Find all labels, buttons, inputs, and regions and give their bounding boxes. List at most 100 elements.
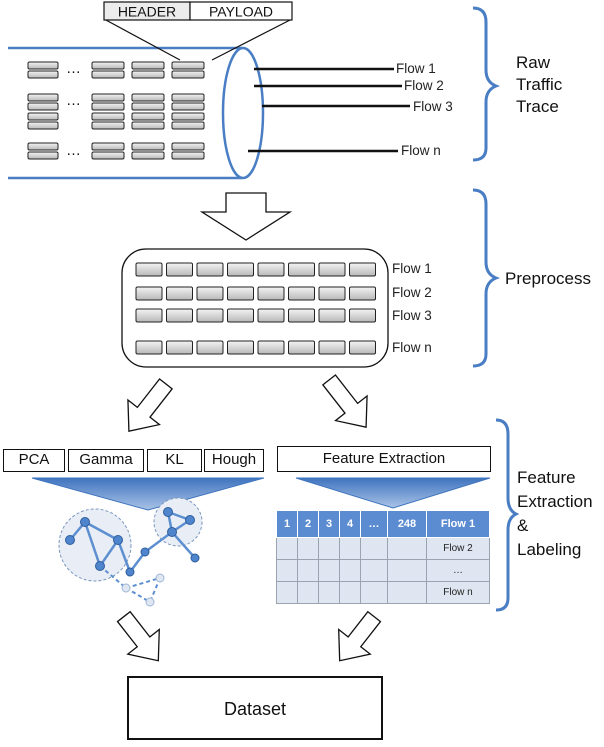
section-preprocess: Preprocess <box>505 269 591 288</box>
preprocess-cell <box>318 286 346 301</box>
packet-cell <box>171 112 205 121</box>
dataset-box: Dataset <box>127 676 383 740</box>
table-header-cell: 248 <box>387 510 427 538</box>
packet-cell <box>27 61 59 70</box>
table-header-cell: … <box>360 510 388 538</box>
trace-flow-label: Flow 1 <box>396 61 436 76</box>
preprocess-cell <box>166 340 193 355</box>
brace-raw <box>472 6 501 162</box>
preprocess-cell <box>227 340 254 355</box>
preprocess-cell <box>166 262 193 277</box>
preprocess-cell <box>196 262 224 277</box>
packet-cell <box>91 102 125 111</box>
packet-cell <box>27 70 59 79</box>
arrow-graph-to-dataset <box>116 610 160 662</box>
brace-feature <box>495 418 520 612</box>
preprocess-cell <box>349 340 376 355</box>
cluster-graph <box>58 497 203 607</box>
pipe-ellipsis: … <box>66 92 81 109</box>
pipe-ellipsis: … <box>66 60 81 77</box>
method-gamma: Gamma <box>68 449 144 472</box>
table-row: … <box>276 559 490 582</box>
table-row: Flow n <box>276 581 490 604</box>
feature-funnel <box>295 477 491 509</box>
table-header-cell: Flow 1 <box>426 510 490 538</box>
packet-cell <box>27 112 59 121</box>
preprocess-cell <box>135 262 163 277</box>
preprocess-cell <box>135 286 163 301</box>
packet-cell <box>131 102 165 111</box>
section-feature-extraction-labeling: Feature Extraction & Labeling <box>517 466 593 562</box>
brace-preprocess <box>472 188 501 368</box>
preprocess-cell <box>288 286 315 301</box>
methods-funnel <box>31 477 265 511</box>
table-header-row: 1 2 3 4 … 248 Flow 1 <box>276 510 490 538</box>
header-label: HEADER <box>118 4 176 20</box>
packet-cell <box>91 151 125 160</box>
preprocess-flow-label: Flow 2 <box>392 285 432 300</box>
method-hough: Hough <box>204 449 264 472</box>
preprocess-flow-label: Flow 1 <box>392 261 432 276</box>
packet-cell <box>171 70 205 79</box>
section-raw-line: Raw <box>516 53 551 72</box>
preprocess-cell <box>166 308 193 323</box>
callout-line-left <box>103 18 181 61</box>
trace-flow-label: Flow n <box>401 143 441 158</box>
section-feature-line: Feature <box>517 468 576 487</box>
preprocess-packet-cells <box>135 262 376 355</box>
packet-cell <box>171 121 205 130</box>
preprocess-cell <box>288 308 315 323</box>
packet-cell <box>91 121 125 130</box>
packet-cell <box>131 112 165 121</box>
preprocess-cell <box>196 308 224 323</box>
arrow-to-methods <box>127 378 174 432</box>
table-row: Flow 2 <box>276 537 490 560</box>
trace-flow-label: Flow 3 <box>413 99 453 114</box>
preprocess-cell <box>135 308 163 323</box>
arrow-to-feature-extraction <box>321 374 368 428</box>
packet-cell <box>91 61 125 70</box>
packet-cell <box>131 121 165 130</box>
preprocess-cell <box>257 308 285 323</box>
preprocess-cell <box>227 286 254 301</box>
section-feature-line: & <box>517 516 529 535</box>
packet-cell <box>171 142 205 151</box>
preprocess-cell <box>318 340 346 355</box>
preprocess-cell <box>196 286 224 301</box>
section-raw-line: Trace <box>516 97 559 116</box>
preprocess-cell <box>196 340 224 355</box>
packet-cell <box>131 151 165 160</box>
table-header-cell: 3 <box>318 510 340 538</box>
pipe-packet-cells <box>27 61 205 160</box>
packet-cell <box>131 61 165 70</box>
packet-cell <box>131 93 165 102</box>
preprocess-cell <box>288 262 315 277</box>
feature-extraction-box: Feature Extraction <box>277 446 491 472</box>
preprocess-cell <box>318 262 346 277</box>
feature-table: 1 2 3 4 … 248 Flow 1 Flow 2 … Flow n <box>276 510 490 604</box>
preprocess-cell <box>227 262 254 277</box>
packet-cell <box>91 93 125 102</box>
table-header-cell: 2 <box>297 510 319 538</box>
traffic-pipe <box>8 46 265 180</box>
preprocess-cell <box>349 262 376 277</box>
preprocess-cell <box>257 286 285 301</box>
table-header-cell: 1 <box>276 510 298 538</box>
pipe-end-ellipse <box>221 46 265 180</box>
method-kl: KL <box>147 449 202 472</box>
preprocess-cell <box>227 308 254 323</box>
packet-cell <box>91 112 125 121</box>
table-flow-cell: Flow n <box>426 581 490 604</box>
table-header-cell: 4 <box>339 510 361 538</box>
packet-cell <box>171 151 205 160</box>
preprocess-cell <box>318 308 346 323</box>
packet-cell <box>27 151 59 160</box>
packet-cell <box>171 93 205 102</box>
pipe-ellipsis: … <box>66 142 81 159</box>
arrow-down-to-preprocess <box>199 192 293 241</box>
section-raw-traffic-trace: Raw Traffic Trace <box>516 52 562 118</box>
preprocess-flow-label: Flow n <box>392 340 432 355</box>
table-flow-cell: Flow 2 <box>426 537 490 560</box>
